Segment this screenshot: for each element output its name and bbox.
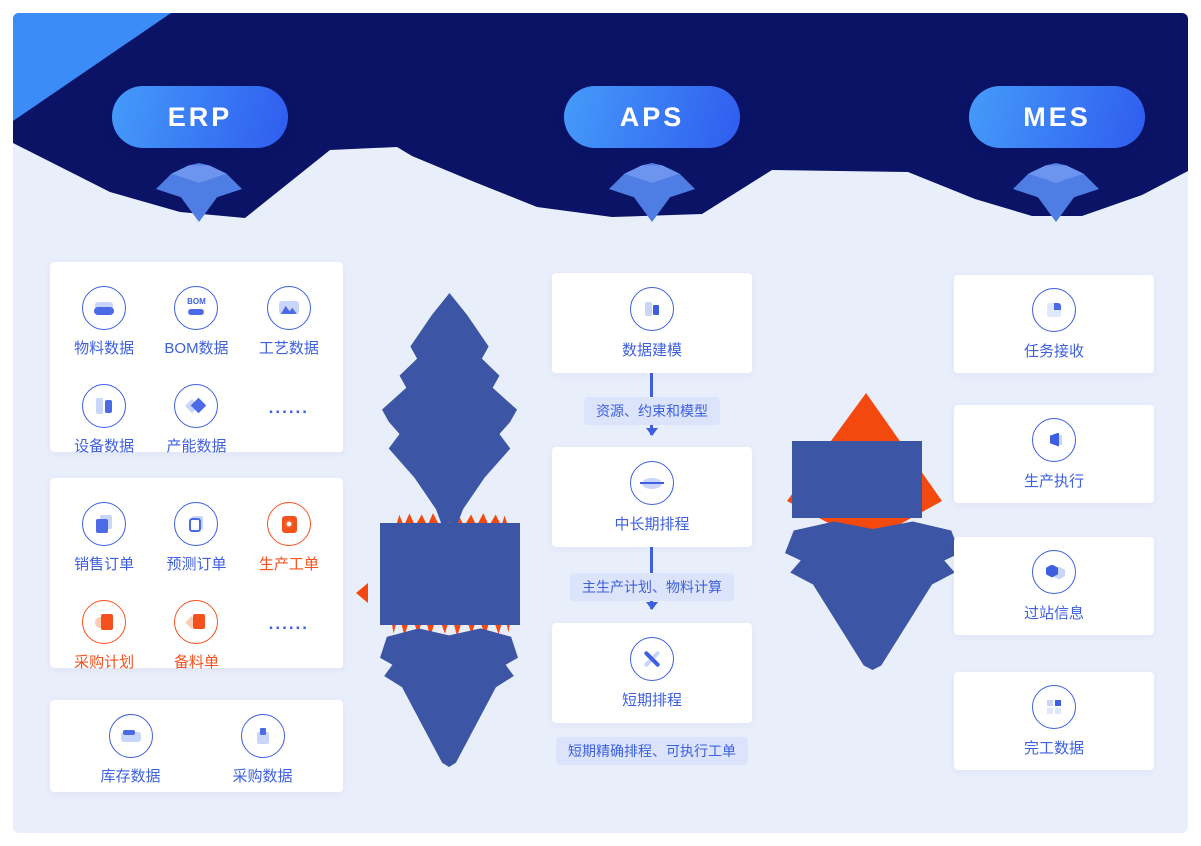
erp-item-sales-order: 销售订单 (61, 502, 147, 574)
data-modeling-icon (630, 286, 674, 331)
mes-pill-label: MES (1023, 101, 1091, 132)
erp-inventory-card: 库存数据 采购数据 (50, 700, 343, 792)
erp-item-material-data: 物料数据 (61, 286, 147, 358)
material-data-icon (82, 286, 127, 330)
erp-master-data-card: 物料数据 BOM BOM数据 工艺数据 设备数据 产能数据 ...... (50, 262, 343, 455)
erp-item-purchase-data: 采购数据 (220, 714, 306, 792)
purchase-data-icon (240, 714, 285, 758)
erp-aps-arrow-blob-bottom (380, 628, 518, 767)
aps-pill-label: APS (619, 101, 685, 132)
completion-data-icon (1032, 684, 1076, 729)
station-pass-info-icon (1032, 549, 1076, 594)
erp-orders-card: 销售订单 预测订单 生产工单 采购计划 备料单 ...... (50, 478, 343, 671)
process-data-icon (266, 286, 311, 330)
capacity-data-icon (174, 384, 219, 428)
erp-item-process-data: 工艺数据 (246, 286, 332, 358)
ellipsis-text: ...... (268, 398, 309, 417)
mes-step-completion-data: 完工数据 (954, 672, 1154, 770)
mes-pill: MES (969, 86, 1145, 148)
erp-item-material-prep-list: 备料单 (153, 600, 239, 672)
erp-item-production-workorder: 生产工单 (246, 502, 332, 574)
purchase-plan-icon (82, 600, 127, 644)
production-workorder-icon (266, 502, 311, 546)
sales-order-icon (82, 502, 127, 546)
aps-pill: APS (564, 86, 740, 148)
erp-pill: ERP (112, 86, 288, 148)
erp-item-purchase-plan: 采购计划 (61, 600, 147, 672)
aps-mes-arrow-blob-bottom (785, 521, 960, 670)
erp-pill-label: ERP (167, 101, 233, 132)
aps-step-short-term-scheduling: 短期排程 (552, 623, 752, 723)
production-execution-icon (1032, 417, 1076, 462)
forecast-order-icon (174, 502, 219, 546)
mes-step-task-receiving: 任务接收 (954, 275, 1154, 373)
chip-resources-constraints: 资源、约束和模型 (584, 397, 720, 425)
short-term-scheduling-icon (630, 636, 674, 681)
material-prep-list-icon (174, 600, 219, 644)
erp-aps-arrow-blob-orange-tip (356, 583, 368, 603)
chip-master-plan-material-calc: 主生产计划、物料计算 (570, 573, 734, 601)
equipment-data-icon (82, 384, 127, 428)
mes-step-production-execution: 生产执行 (954, 405, 1154, 503)
aps-step-data-modeling: 数据建模 (552, 273, 752, 373)
erp-item-more: ...... (246, 384, 332, 456)
erp-item-inventory-data: 库存数据 (88, 714, 174, 792)
diagram-panel: ERP APS MES 物料数据 BOM BOM数据 工艺数据 设备数据 (13, 13, 1188, 833)
inventory-data-icon (108, 714, 153, 758)
erp-item-capacity-data: 产能数据 (153, 384, 239, 456)
erp-item-more-2: ...... (246, 600, 332, 672)
chip-precise-schedule-workorders: 短期精确排程、可执行工单 (556, 737, 748, 765)
erp-item-equipment-data: 设备数据 (61, 384, 147, 456)
erp-aps-arrow-blob-rect (380, 523, 520, 625)
task-receiving-icon (1032, 287, 1076, 332)
mes-step-station-pass-info: 过站信息 (954, 537, 1154, 635)
ellipsis-text: ...... (268, 614, 309, 633)
erp-item-forecast-order: 预测订单 (153, 502, 239, 574)
erp-item-bom-data: BOM BOM数据 (153, 286, 239, 358)
erp-aps-arrow-blob-top (382, 293, 517, 532)
aps-step-mid-long-term-scheduling: 中长期排程 (552, 447, 752, 547)
aps-mes-arrow-blob-rect (792, 441, 922, 518)
bom-data-icon: BOM (174, 286, 219, 330)
mid-long-term-scheduling-icon (630, 460, 674, 505)
